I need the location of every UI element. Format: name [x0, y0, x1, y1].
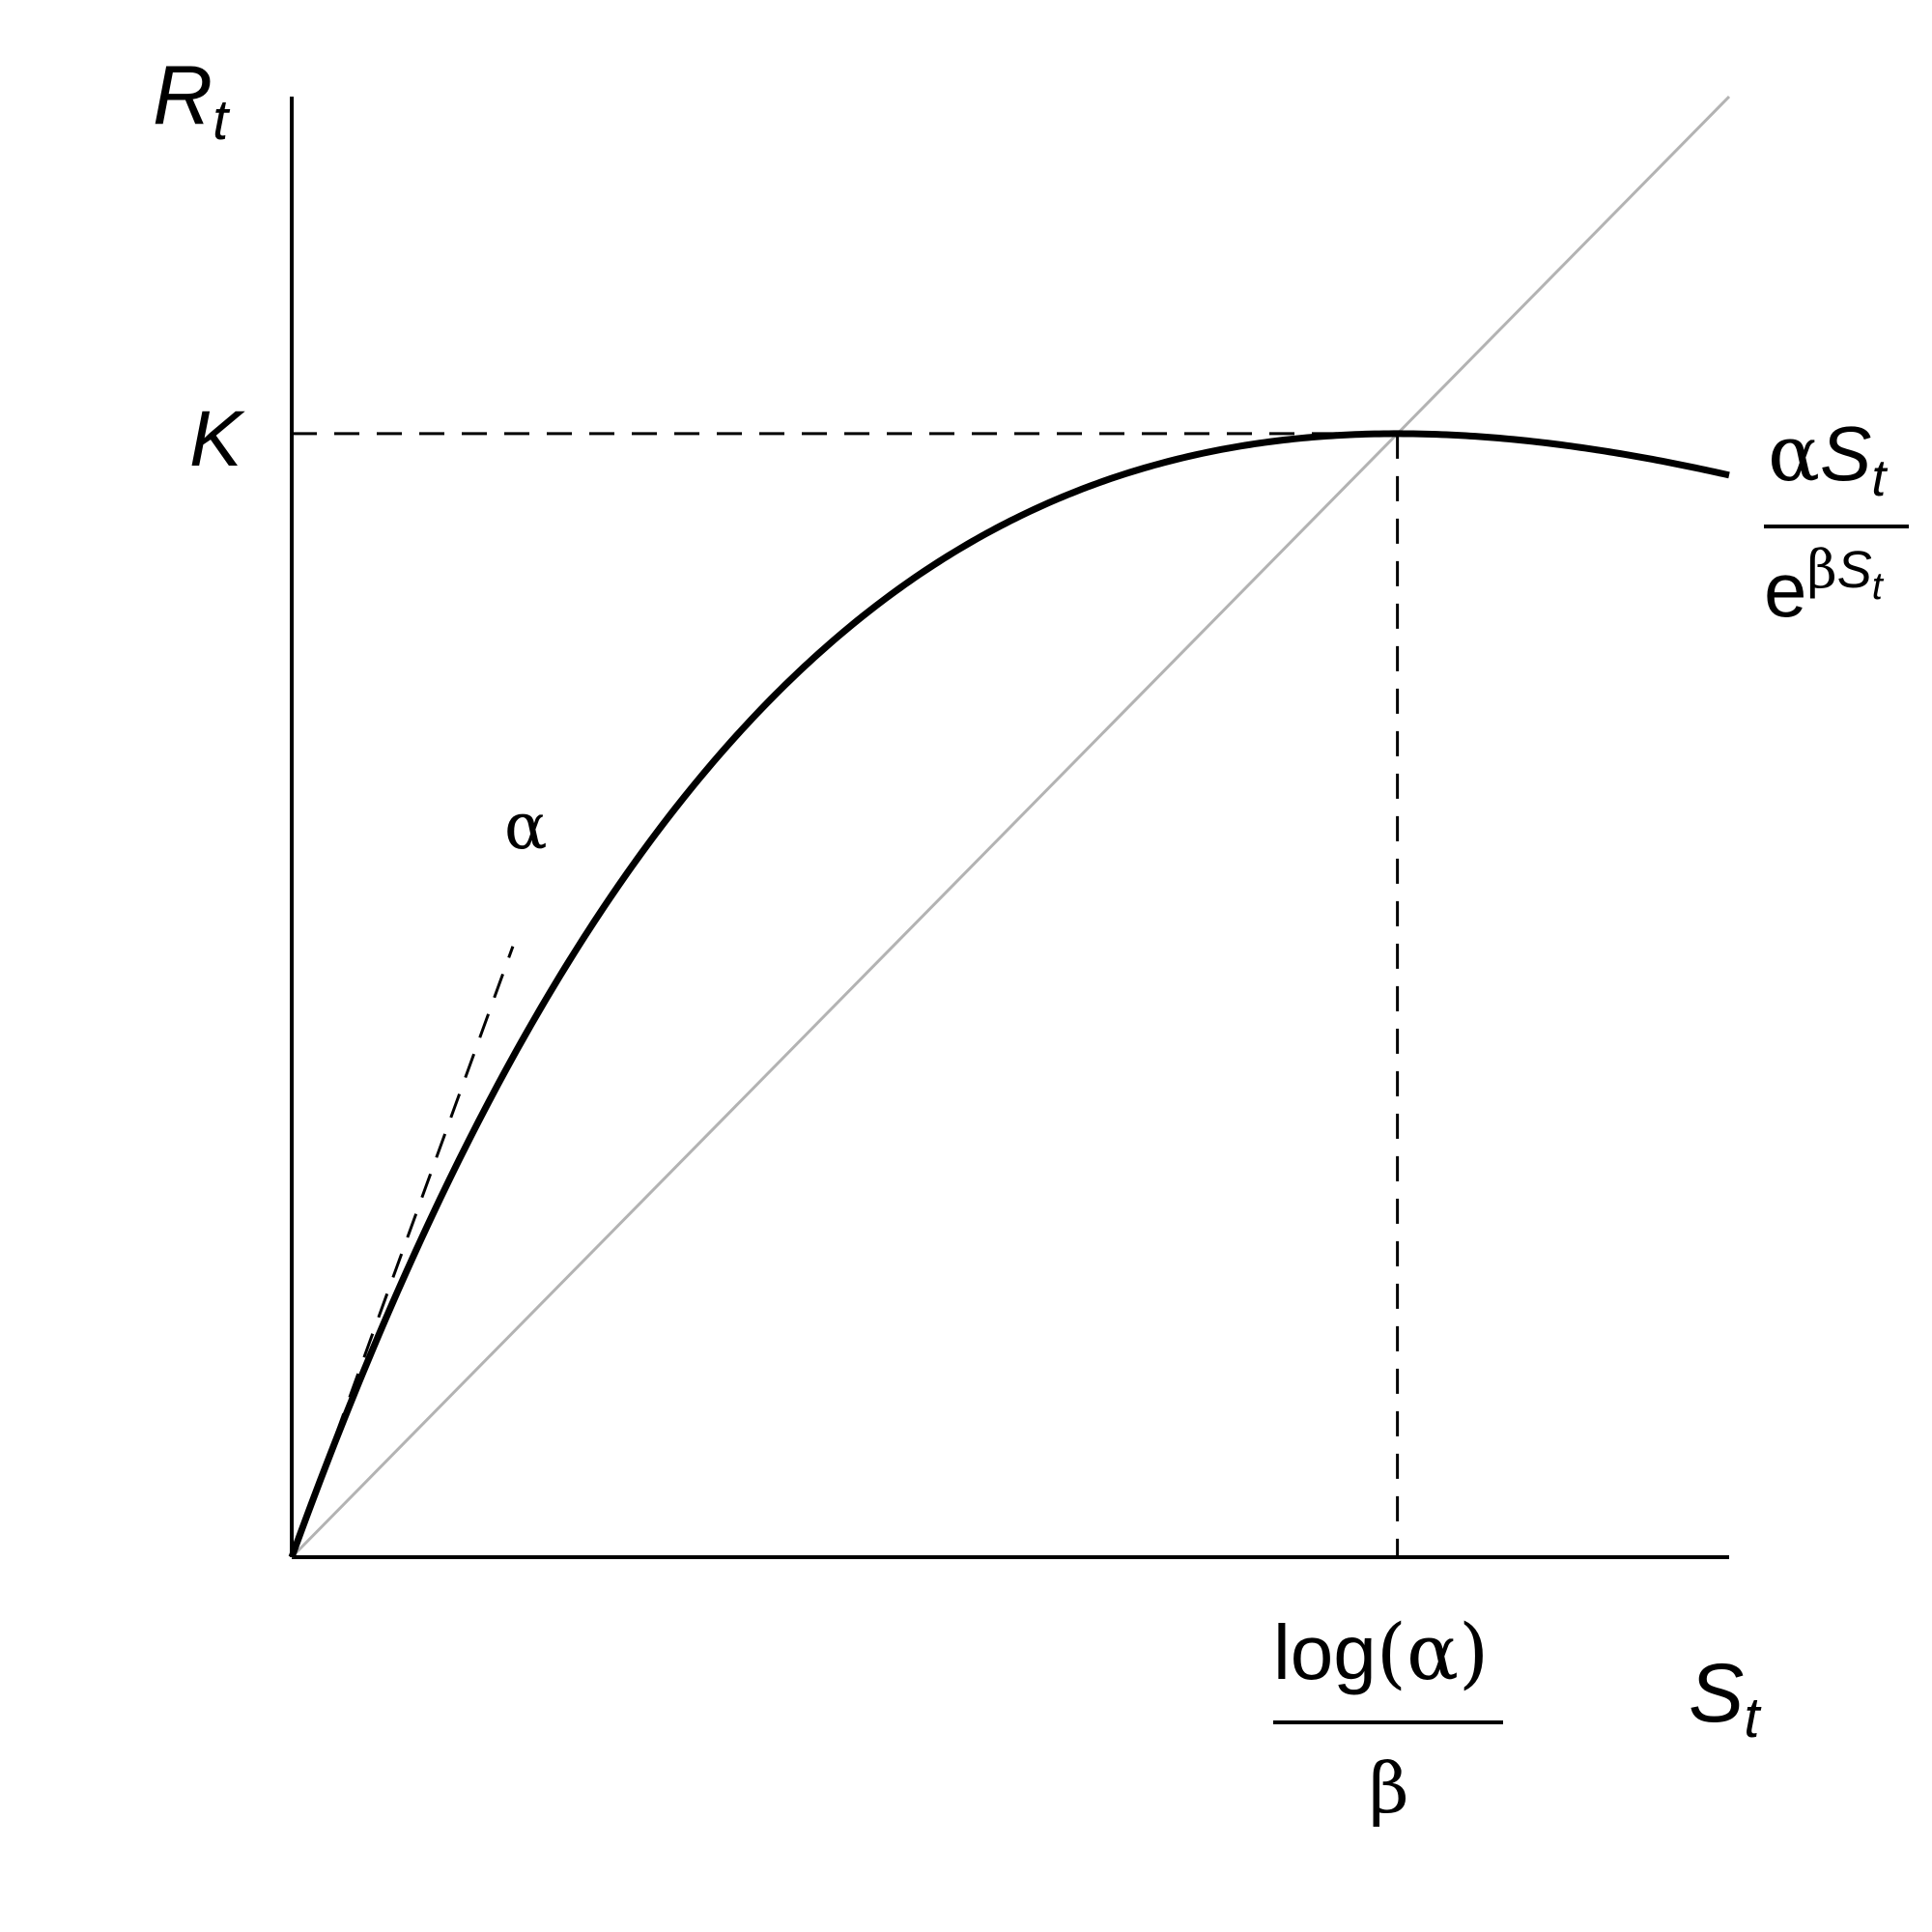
curve-denominator: eβSt — [1764, 539, 1885, 633]
xmark-denominator: β — [1369, 1747, 1409, 1829]
xmark-fraction-label: log(α) β — [1273, 1607, 1503, 1829]
xmark-func: log — [1273, 1609, 1377, 1695]
x-axis-label: St — [1689, 1647, 1762, 1749]
x-axis-label-base: S — [1689, 1647, 1744, 1740]
x-axis-label-sub: t — [1744, 1687, 1762, 1749]
y-axis-label: Rt — [153, 49, 231, 152]
xmark-num-greek: α — [1406, 1607, 1459, 1697]
xmark-close-paren: ) — [1459, 1607, 1489, 1697]
slope-label: α — [504, 789, 548, 864]
replacement-line — [290, 95, 1731, 1559]
curve-num-greek: α — [1768, 409, 1820, 498]
k-label: K — [189, 395, 245, 483]
curve-den-greek: β — [1807, 539, 1837, 600]
curve-den-sub: t — [1872, 565, 1885, 608]
curve-formula-label: αSt eβSt — [1764, 409, 1909, 633]
y-axis-label-base: R — [153, 49, 213, 142]
ricker-curve — [288, 430, 1730, 1559]
curve-num-sub: t — [1871, 449, 1888, 507]
curve-den-base: e — [1764, 547, 1807, 633]
xmark-numerator: log(α) — [1273, 1607, 1489, 1697]
curve-den-var: S — [1837, 541, 1872, 599]
curve-numerator: αSt — [1768, 409, 1888, 507]
y-axis-label-sub: t — [213, 89, 231, 152]
xmark-open-paren: ( — [1377, 1607, 1406, 1697]
curve-num-var: S — [1820, 411, 1871, 497]
